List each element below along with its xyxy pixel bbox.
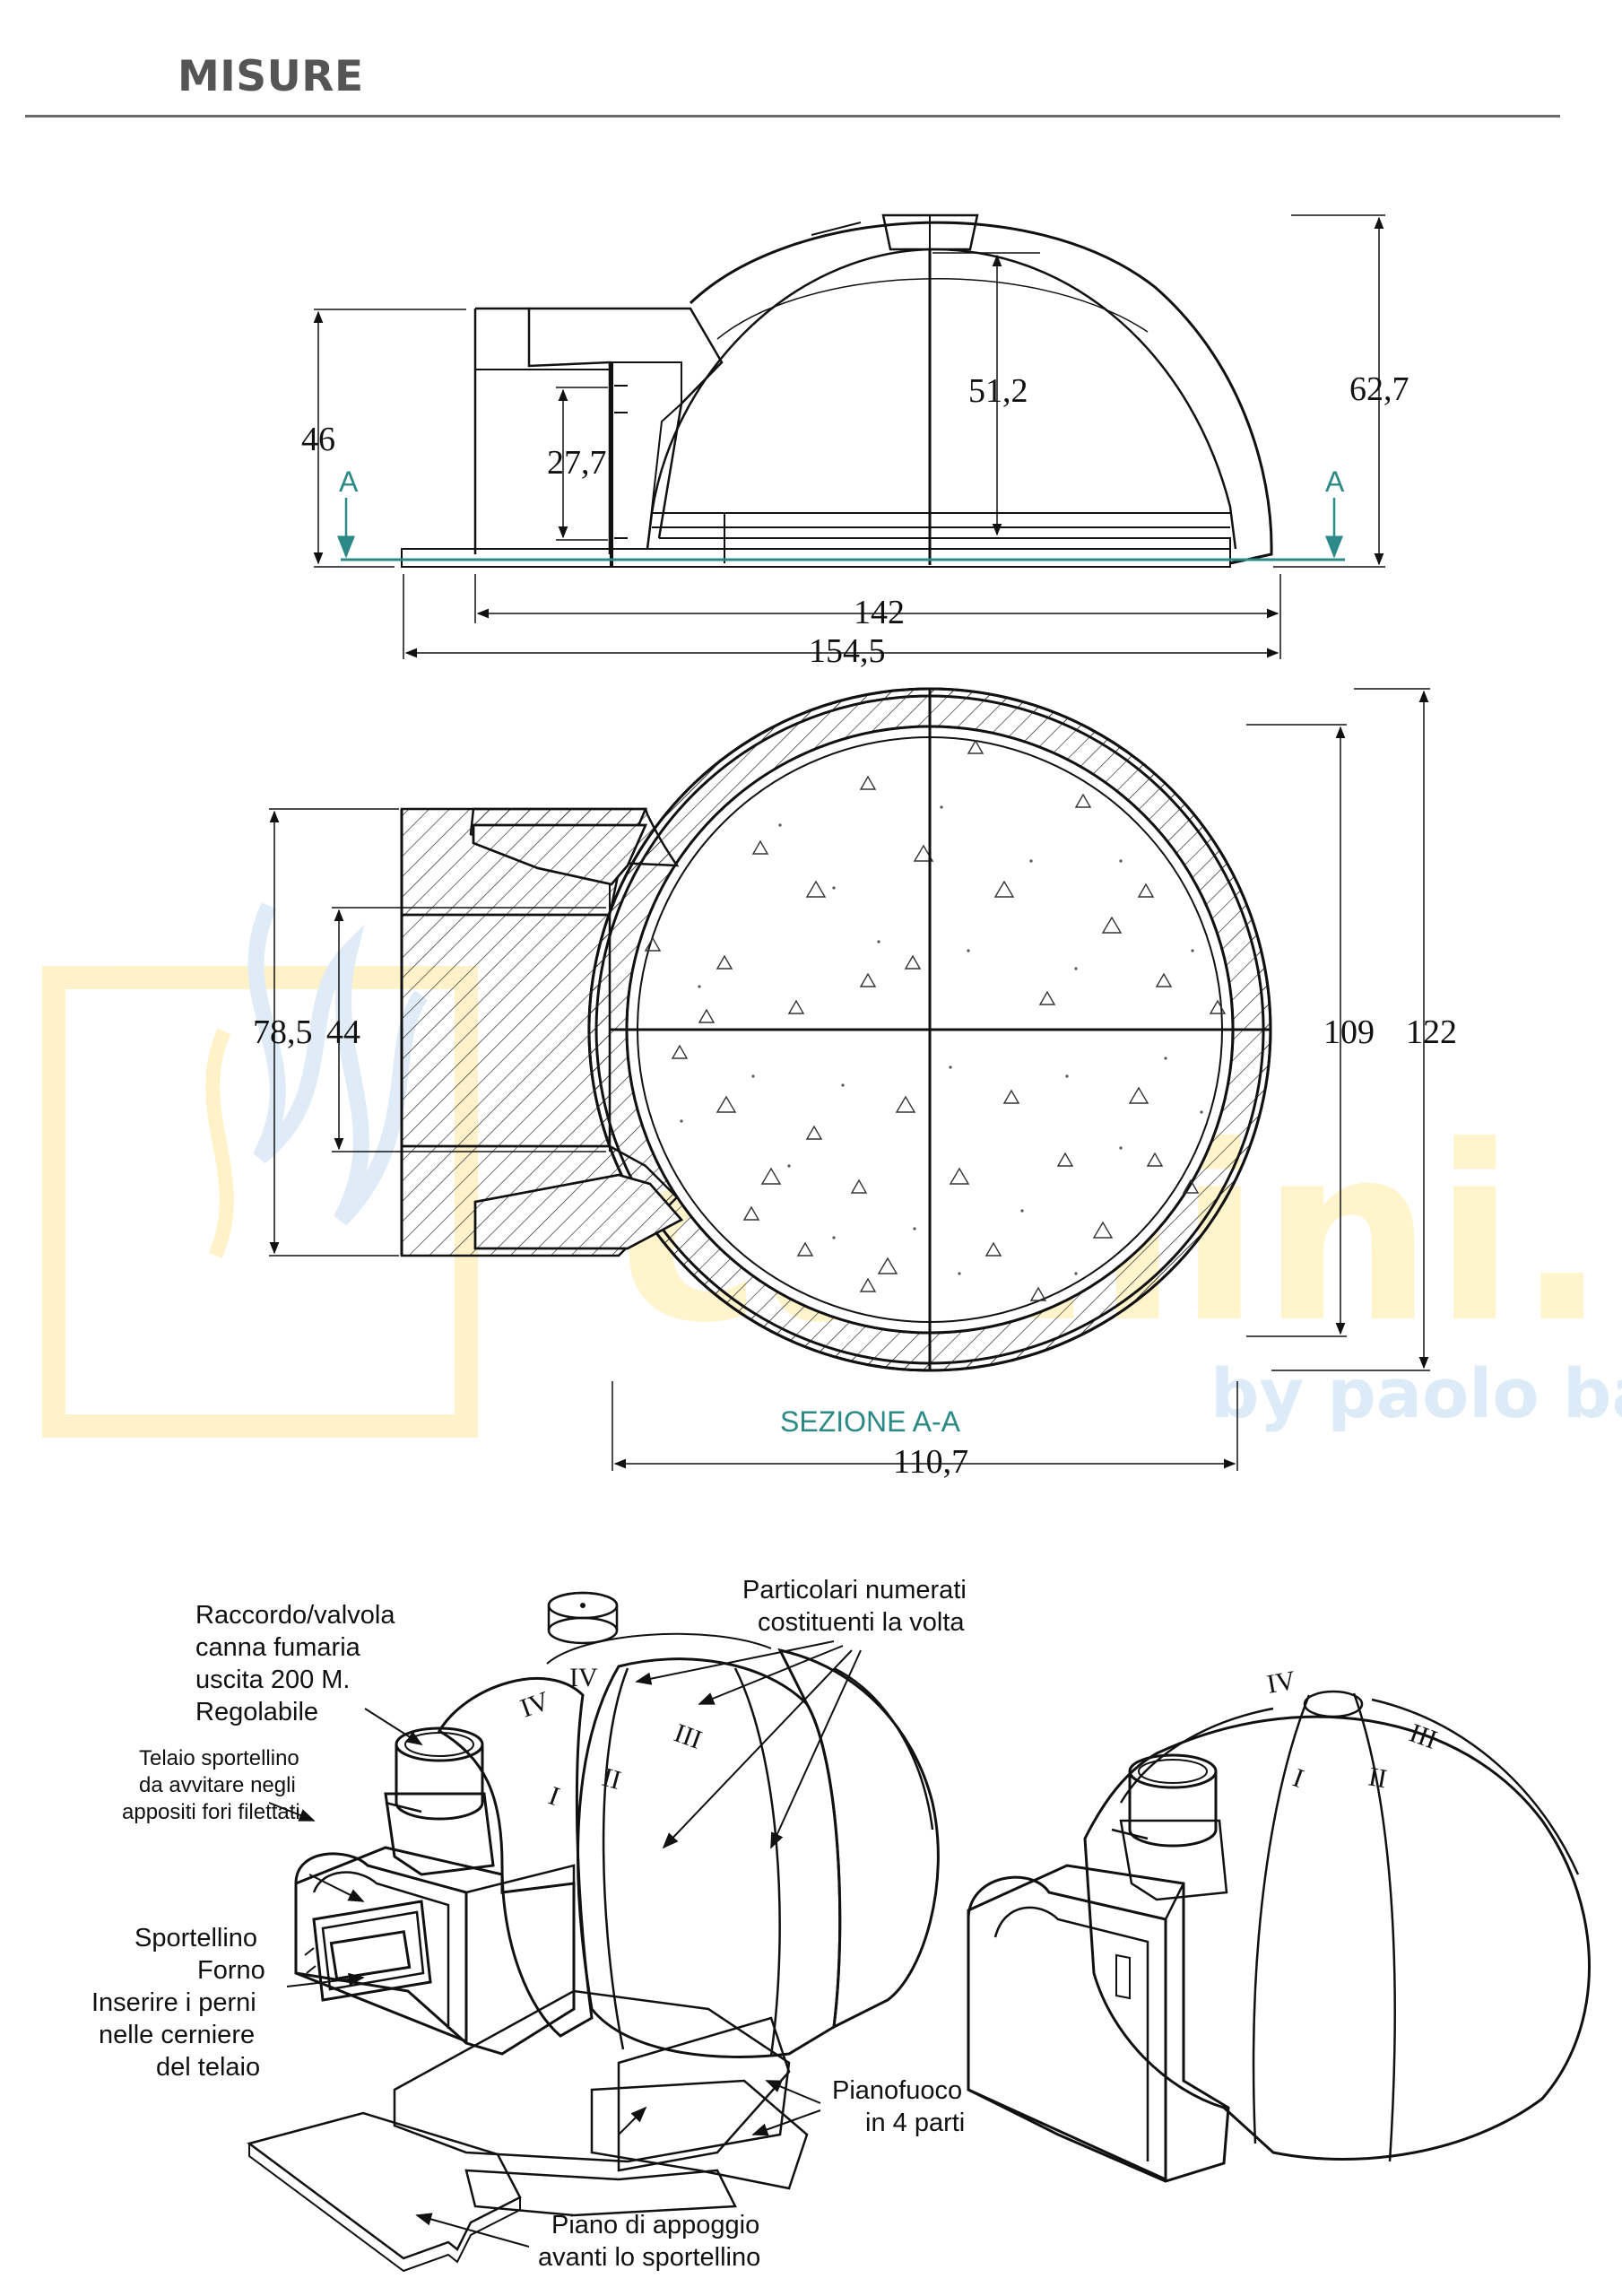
svg-text:IV: IV xyxy=(569,1663,598,1692)
dim-outer-diameter: 122 xyxy=(1406,1013,1457,1051)
section-label: SEZIONE A-A xyxy=(780,1405,961,1438)
dim-width-total: 154,5 xyxy=(809,632,886,670)
svg-text:Telaio sportellino: Telaio sportellino xyxy=(139,1746,299,1770)
dim-mouth-inner-width: 44 xyxy=(326,1013,360,1051)
section-marker-left: A xyxy=(339,465,359,498)
svg-text:II: II xyxy=(599,1762,624,1796)
svg-text:Pianofuoco: Pianofuoco xyxy=(832,2076,962,2105)
callout-frame: Telaio sportellino da avvitare negli app… xyxy=(122,1746,300,1824)
dim-width-inner: 142 xyxy=(854,594,905,631)
dim-height-left: 46 xyxy=(301,421,335,458)
svg-text:appositi fori filettati: appositi fori filettati xyxy=(122,1800,300,1824)
dim-door-height: 27,7 xyxy=(547,444,607,482)
svg-text:I: I xyxy=(1289,1763,1308,1794)
svg-text:costituenti la volta: costituenti la volta xyxy=(758,1608,965,1637)
svg-text:da avvitare negli: da avvitare negli xyxy=(139,1773,296,1797)
svg-text:Raccordo/valvola: Raccordo/valvola xyxy=(195,1601,395,1630)
dim-dome-inner-height: 51,2 xyxy=(968,372,1028,410)
svg-text:Forno: Forno xyxy=(197,1956,265,1985)
assembled-oven-view: IV I II III xyxy=(967,1665,1591,2183)
callout-front-shelf: Piano di appoggio avanti lo sportellino xyxy=(538,2211,760,2272)
svg-text:II: II xyxy=(1366,1761,1389,1794)
svg-text:IV: IV xyxy=(1264,1665,1297,1700)
callout-vault-parts: Particolari numerati costituenti la volt… xyxy=(742,1576,967,1637)
svg-text:canna fumaria: canna fumaria xyxy=(195,1633,361,1662)
exploded-assembly-view: IV IV I II III xyxy=(247,1591,940,2273)
title-divider xyxy=(25,115,1560,117)
section-marker-right: A xyxy=(1325,465,1345,498)
dim-depth: 110,7 xyxy=(893,1443,968,1481)
callout-door: Sportellino Forno Inserire i perni nelle… xyxy=(91,1924,265,2082)
svg-text:Sportellino: Sportellino xyxy=(134,1924,257,1952)
svg-text:uscita 200 M.: uscita 200 M. xyxy=(195,1665,350,1694)
svg-text:IV: IV xyxy=(516,1686,553,1724)
svg-text:in 4 parti: in 4 parti xyxy=(865,2109,965,2137)
svg-text:Particolari numerati: Particolari numerati xyxy=(742,1576,967,1605)
dim-total-height: 62,7 xyxy=(1349,370,1409,408)
dim-floor-diameter: 109 xyxy=(1323,1013,1375,1051)
svg-text:del telaio: del telaio xyxy=(156,2053,260,2082)
dim-mouth-outer-width: 78,5 xyxy=(253,1013,313,1051)
section-view xyxy=(269,687,1430,1471)
svg-text:III: III xyxy=(671,1718,706,1755)
svg-text:Piano di appoggio: Piano di appoggio xyxy=(551,2211,759,2239)
page-title: MISURE xyxy=(178,52,364,101)
svg-text:Inserire i perni: Inserire i perni xyxy=(91,1988,256,2017)
svg-text:avanti lo sportellino: avanti lo sportellino xyxy=(538,2243,760,2272)
elevation-view xyxy=(313,213,1385,659)
svg-text:I: I xyxy=(545,1781,564,1812)
watermark-byline: by paolo barzotti xyxy=(1210,1353,1622,1433)
svg-text:nelle cerniere: nelle cerniere xyxy=(99,2021,255,2049)
callout-hearth: Pianofuoco in 4 parti xyxy=(832,2076,965,2137)
callout-flue: Raccordo/valvola canna fumaria uscita 20… xyxy=(195,1601,395,1726)
svg-text:Regolabile: Regolabile xyxy=(195,1698,318,1726)
